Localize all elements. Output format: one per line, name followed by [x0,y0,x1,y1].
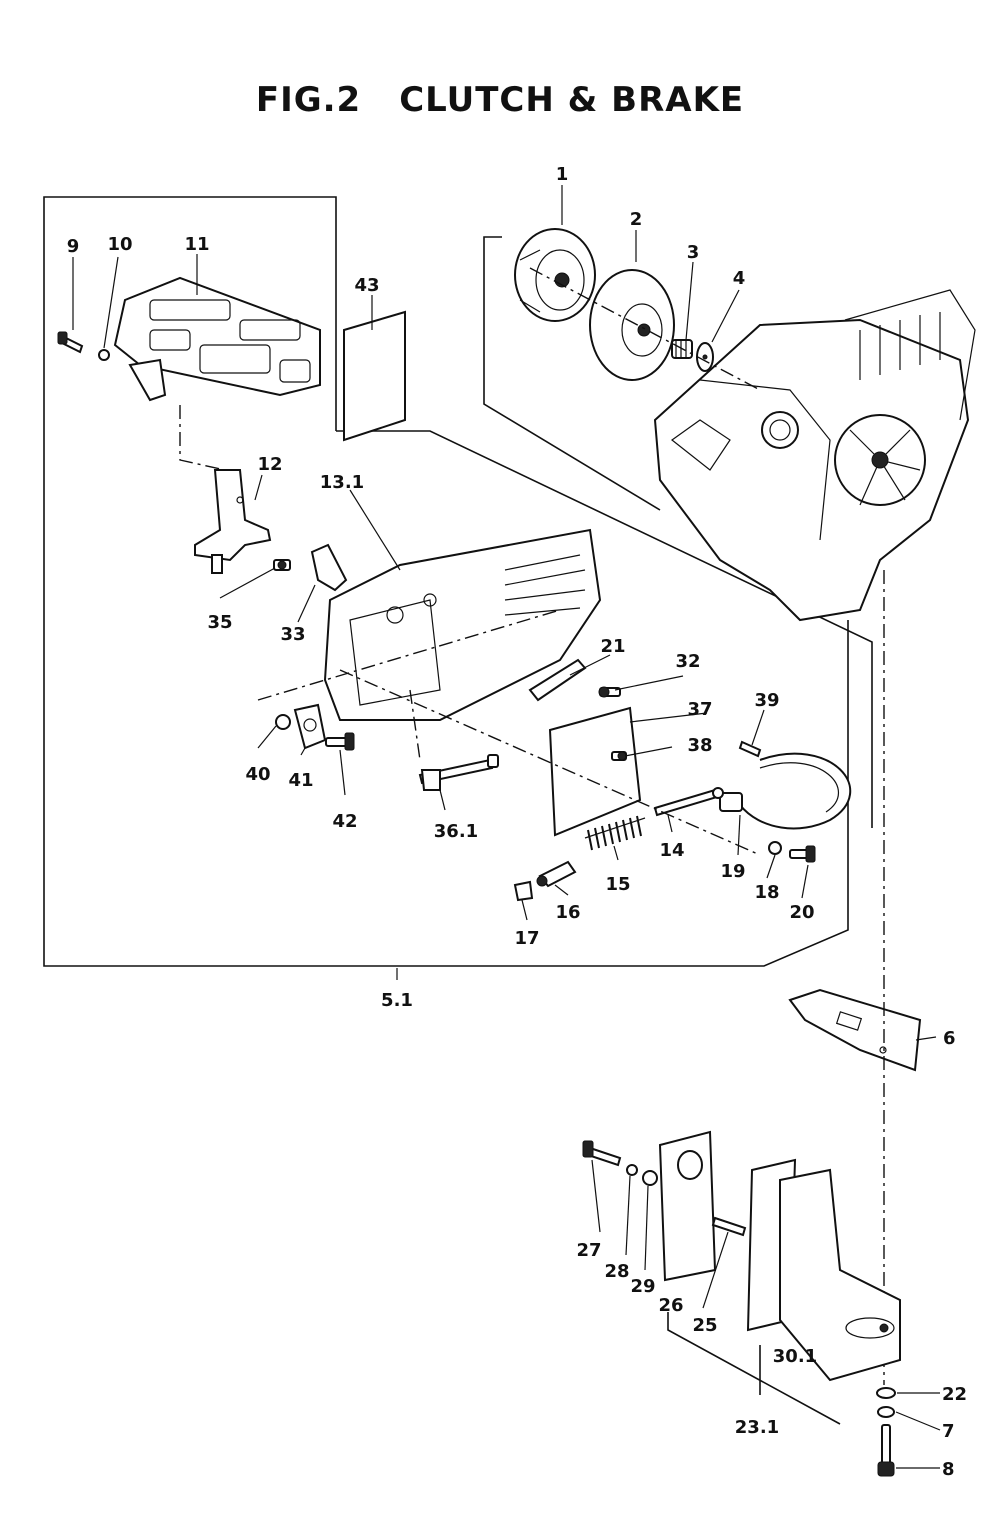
pin-part-39 [738,740,762,758]
spring-part-15 [584,815,646,851]
label-42: 42 [332,811,357,832]
brake-lever-part-12 [194,469,272,574]
figure-heading: CLUTCH & BRAKE [399,80,745,120]
label-1: 1 [556,164,569,185]
label-10: 10 [107,234,132,255]
bolt-part-20 [789,845,816,863]
adjuster-part-41 [293,703,327,750]
clutch-part-1 [514,228,596,322]
label-14: 14 [659,840,684,861]
label-38: 38 [687,735,712,756]
label-26: 26 [658,1295,683,1316]
washer-part-7 [877,1406,895,1418]
label-39: 39 [754,690,779,711]
label-11: 11 [184,234,209,255]
label-32: 32 [675,651,700,672]
washer-part-10 [98,349,110,361]
cover-lever-line [179,405,226,471]
label-13-1: 13.1 [320,472,364,493]
label-37: 37 [687,699,712,720]
washer-part-29 [642,1170,658,1186]
label-9: 9 [67,236,80,257]
figure-number: FIG.2 [255,80,362,120]
part-labels: 1 2 3 4 9 10 11 43 12 13.1 35 33 21 32 3… [67,164,967,1480]
group-bracket-23-1 [667,1312,841,1425]
label-35: 35 [207,612,232,633]
label-15: 15 [605,874,630,895]
washer-part-28 [626,1164,638,1176]
alignment-line-a [257,609,561,701]
label-28: 28 [604,1261,629,1282]
washer-part-40 [275,714,291,730]
bolt-part-8 [877,1424,895,1477]
label-23-1: 23.1 [735,1417,779,1438]
label-2: 2 [630,209,643,230]
screw-part-38 [611,751,627,761]
label-18: 18 [754,882,779,903]
bolt-part-9 [57,331,84,354]
chain-cover-part-11 [113,276,321,402]
figure-title: FIG.2 CLUTCH & BRAKE [0,80,1000,120]
brake-housing-part-13-1 [323,528,602,721]
plunger-part-16 [536,860,577,888]
clutch-axis-line [529,267,761,391]
label-20: 20 [789,902,814,923]
label-8: 8 [942,1459,955,1480]
bolt-part-27 [582,1140,622,1167]
washer-part-18 [768,841,782,855]
rod-part-14 [653,787,724,817]
bolt-part-42 [325,732,355,751]
label-22: 22 [942,1384,967,1405]
assembly-bracket-5-1 [43,196,849,967]
muffler-cover-part-26 [658,1130,717,1282]
label-21: 21 [600,636,625,657]
crankcase-body [653,289,976,622]
leader-lines [72,185,941,1469]
label-17: 17 [514,928,539,949]
bracket-part-6 [788,988,922,1072]
label-7: 7 [942,1421,955,1442]
label-41: 41 [288,770,313,791]
label-43: 43 [354,275,379,296]
label-40: 40 [245,764,270,785]
label-27: 27 [576,1240,601,1261]
label-3: 3 [687,242,700,263]
pin-part-25 [711,1216,747,1237]
screw-part-32 [598,686,621,698]
label-4: 4 [733,268,746,289]
plate-part-33 [310,543,348,592]
washer-part-22 [876,1387,896,1399]
bracket-top-line [336,430,873,828]
label-25: 25 [692,1315,717,1336]
plate-part-43 [343,310,406,442]
alignment-line-c [409,689,421,761]
label-30-1: 30.1 [773,1346,817,1367]
label-33: 33 [280,624,305,645]
alignment-line-b [339,669,761,856]
label-29: 29 [630,1276,655,1297]
washer-part-4 [696,342,714,372]
clutch-drum-part-2 [589,269,675,381]
screw-part-35 [273,559,291,571]
muffler-body [779,1168,901,1382]
label-5-1: 5.1 [381,990,413,1011]
label-12: 12 [257,454,282,475]
brake-band-part-19 [719,752,852,830]
label-36-1: 36.1 [434,821,478,842]
label-6: 6 [943,1028,956,1049]
clip-part-17 [513,880,534,902]
plate-part-37 [548,706,642,837]
label-19: 19 [720,861,745,882]
tensioner-part-36-1 [418,754,499,791]
clutch-group-bracket [483,236,661,511]
label-16: 16 [555,902,580,923]
